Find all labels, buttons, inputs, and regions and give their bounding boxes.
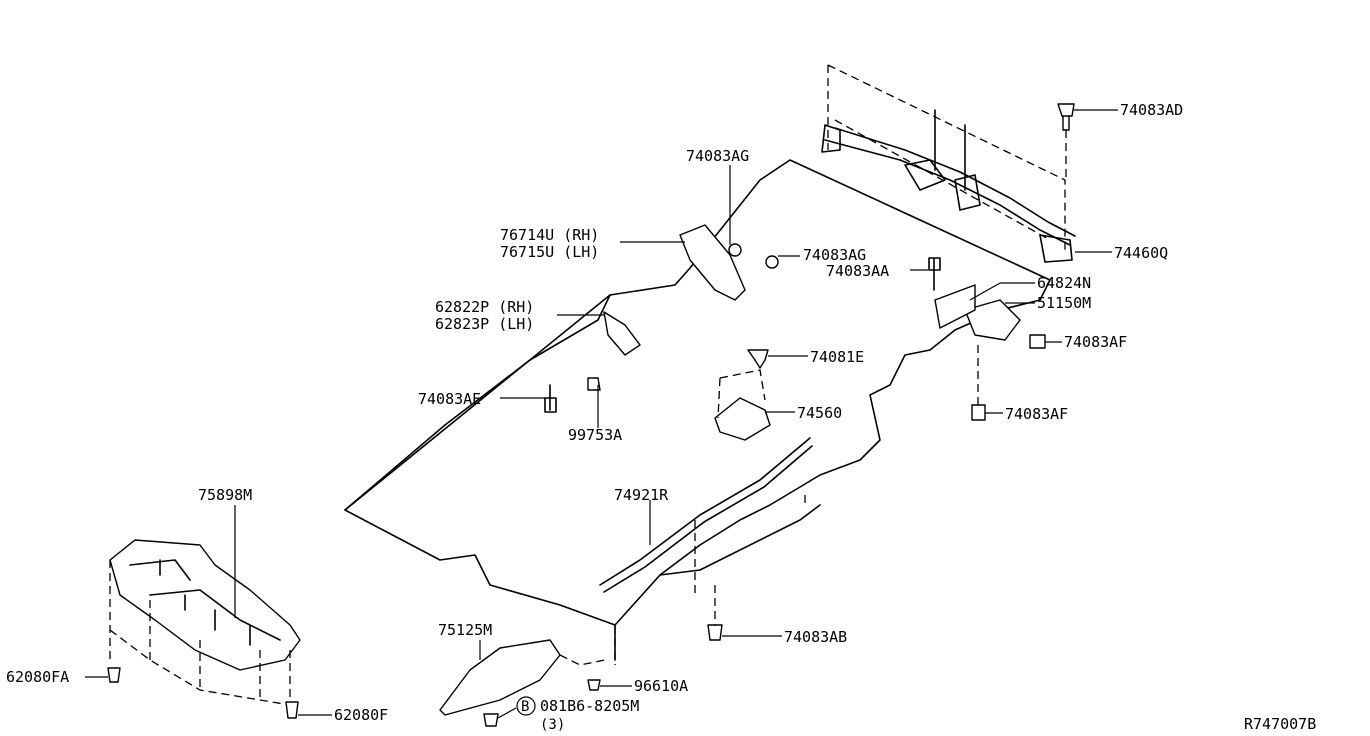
label-51150m: 51150M [1037,294,1091,312]
label-74083af-a: 74083AF [1064,333,1127,351]
bolt-081b6 [483,713,499,727]
label-64824n: 64824N [1037,274,1091,292]
bolt-74083af-b [971,404,986,421]
clip-62080f [285,701,299,719]
label-76714u: 76714U (RH) [500,226,599,244]
clip-62080fa [107,667,121,683]
upper-frame-dashed [827,64,1066,250]
seal-74921r-dashed [614,495,806,665]
label-081b6: 081B6-8205M [540,697,639,715]
label-99753a: 99753A [568,426,622,444]
label-74083ag-top: 74083AG [686,147,749,165]
label-74083aa: 74083AA [826,262,889,280]
bolt-74083ag-top [728,243,742,257]
grommet-74560 [714,397,771,441]
label-74560: 74560 [797,404,842,422]
label-74083ad: 74083AD [1120,101,1183,119]
label-081b6-qty: (3) [540,717,565,733]
callout-circle-b [516,696,536,716]
seal-74921r [599,437,813,593]
clip-74081e [747,349,769,369]
bolt-74083ae [544,384,557,413]
label-74083ag-mid: 74083AG [803,246,866,264]
bracket-51150m [964,299,1021,341]
label-callout-b: B [521,699,529,715]
label-74083af-b: 74083AF [1005,405,1068,423]
label-75898m: 75898M [198,486,252,504]
label-74083ae: 74083AE [418,390,481,408]
bracket-64824n [934,284,976,329]
bolt-74083ad [1057,103,1075,131]
undercover-dashed [109,560,291,706]
label-74921r: 74921R [614,486,669,504]
bolt-74083af-a [1029,334,1046,349]
bracket-76714u [679,224,746,301]
cover-75125m-dashed [559,654,606,666]
bolt-74083aa [928,257,941,291]
label-62823p: 62823P (LH) [435,315,534,333]
diagram-id: R747007B [1244,715,1316,733]
label-74081e: 74081E [810,348,864,366]
cross-bar-brackets [821,109,1073,263]
grommet-dashed [717,369,766,419]
label-74460q: 74460Q [1114,244,1168,262]
label-96610a: 96610A [634,677,688,695]
clip-99753a [587,377,601,391]
label-62822p: 62822P (RH) [435,298,534,316]
label-76715u: 76715U (LH) [500,243,599,261]
bracket-62822p [603,311,641,356]
cross-bar [824,127,1076,246]
label-75125m: 75125M [438,621,492,639]
undercover-75898m [109,539,301,671]
leader-lines [85,109,1118,719]
undercover-ribs [129,559,281,646]
floor-panel-inner-edge [344,294,611,511]
label-62080f: 62080F [334,706,388,724]
bolt-74083ab [707,624,723,641]
label-62080fa: 62080FA [6,668,69,686]
label-74083ab: 74083AB [784,628,847,646]
clip-96610a [587,679,601,691]
bolt-74083ag-mid [765,255,779,269]
floor-panel-outline [344,159,1051,626]
